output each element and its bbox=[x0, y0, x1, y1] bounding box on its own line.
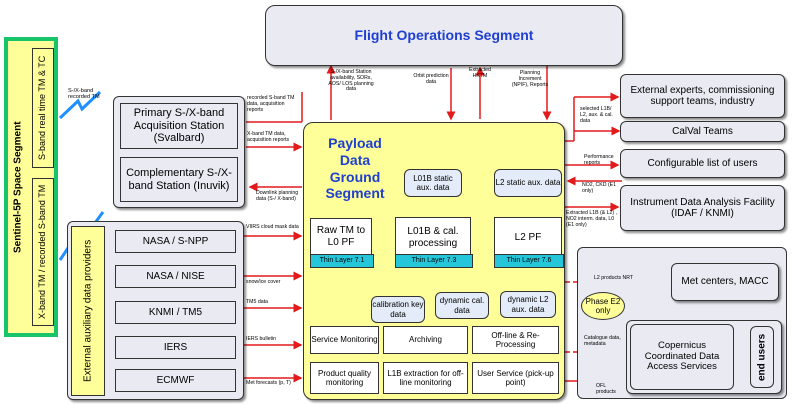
label-x-band-tm: X-band TM data, acquisition reports bbox=[247, 131, 290, 143]
l01b-cal-processing: L01B & cal. processing Thin Layer 7.3 bbox=[395, 217, 473, 268]
l2-pf: L2 PF Thin Layer 7.6 bbox=[494, 217, 564, 268]
label-met-forecasts: Met forecasts (p, T) bbox=[246, 380, 291, 386]
label-selected-l1b: selected L1B/ L2, aux. & cal. data bbox=[580, 106, 613, 124]
archiving: Archiving bbox=[383, 326, 468, 354]
product-quality-monitoring: Product quality monitoring bbox=[310, 362, 379, 394]
label-extracted-l1b: Extracted L1B (& L2) , NO2 interm. data,… bbox=[566, 210, 618, 228]
pdgs-title: Payload Data Ground Segment bbox=[325, 135, 385, 202]
label-performance-reports: Performance reports bbox=[584, 154, 614, 166]
label-s-x-station: S-/X-band Station availability, SORs, AO… bbox=[328, 69, 374, 93]
thin-layer-7-6: Thin Layer 7.6 bbox=[494, 254, 564, 268]
raw-tm-l0-pf: Raw TM to L0 PF Thin Layer 7.1 bbox=[310, 218, 374, 268]
dynamic-l2-aux-data: dynamic L2 aux. data bbox=[500, 291, 556, 318]
thin-layer-7-1: Thin Layer 7.1 bbox=[310, 254, 374, 268]
label-downlink-planning: Downlink planning data (S-/ X-band) bbox=[256, 190, 299, 202]
label-viirs: VIIRS cloud mask data bbox=[246, 224, 299, 230]
label-orbit-prediction: Orbit prediction data bbox=[413, 73, 449, 85]
service-monitoring: Service Monitoring bbox=[310, 326, 379, 354]
external-experts: External experts, commissioning support … bbox=[620, 74, 785, 118]
configurable-users-list: Configurable list of users bbox=[620, 149, 785, 178]
provider-nasa-snpp: NASA / S-NPP bbox=[115, 230, 236, 253]
phase-e2-only: Phase E2 only bbox=[581, 292, 625, 320]
provider-nasa-nise: NASA / NISE bbox=[115, 265, 236, 288]
provider-knmi-tm5: KNMI / TM5 bbox=[115, 301, 236, 324]
complementary-station: Complementary S-/X-band Station (Inuvik) bbox=[120, 157, 238, 202]
l01b-cal-processing-label: L01B & cal. processing bbox=[407, 226, 459, 249]
label-tm5-data: TM5 data bbox=[246, 299, 268, 305]
l1b-extraction: L1B extraction for off-line monitoring bbox=[383, 362, 468, 394]
label-snow-ice: snow/ice cover bbox=[246, 279, 281, 285]
calval-teams: CalVal Teams bbox=[620, 121, 785, 142]
calibration-key-data: calibration key data bbox=[371, 296, 425, 323]
provider-iers: IERS bbox=[115, 336, 236, 359]
space-segment: Sentinel-5P Space Segment S-band real ti… bbox=[4, 37, 58, 337]
label-no2-ckd: NO2, CKD (E1 only) bbox=[582, 182, 617, 194]
x-band-recorded-box: X-band TM / recorded S-band TM bbox=[32, 178, 54, 326]
label-extracted-hktm: Extracted HKTM bbox=[469, 67, 491, 79]
copernicus-services: Copernicus Coordinated Data Access Servi… bbox=[630, 324, 734, 390]
raw-tm-l0-pf-label: Raw TM to L0 PF bbox=[316, 225, 366, 248]
label-ofl-products: OFL products bbox=[596, 383, 616, 395]
l2-static-aux: L2 static aux. data bbox=[494, 169, 562, 197]
end-users: end users bbox=[750, 326, 774, 388]
label-iers-bulletin: IERS bulletin bbox=[246, 336, 276, 342]
provider-ecmwf: ECMWF bbox=[115, 369, 236, 392]
offline-reprocessing: Off-line & Re-Processing bbox=[472, 326, 559, 354]
label-l2-nrt: L2 products NRT bbox=[594, 275, 634, 281]
met-centers: Met centers, MACC bbox=[671, 263, 779, 301]
primary-station: Primary S-/X-band Acquisition Station (S… bbox=[120, 103, 238, 149]
providers-title: External auxiliary data providers bbox=[71, 226, 105, 396]
label-planning-increment: Planning Increment (NPIF), Reports bbox=[511, 70, 549, 88]
l2-pf-label: L2 PF bbox=[514, 232, 542, 243]
idaf-knmi: Instrument Data Analysis Facility (IDAF … bbox=[620, 185, 785, 231]
flight-ops-segment: Flight Operations Segment bbox=[265, 5, 623, 66]
thin-layer-7-3: Thin Layer 7.3 bbox=[395, 254, 473, 268]
s-band-tmtc-box: S-band real time TM & TC bbox=[32, 48, 54, 168]
label-catalogue: Catalogue data, metadata bbox=[584, 335, 621, 347]
space-segment-title: Sentinel-5P Space Segment bbox=[12, 121, 24, 253]
dynamic-cal-data: dynamic cal. data bbox=[435, 292, 489, 319]
label-s-x-recorded: S-/X-band recorded TM bbox=[68, 88, 100, 101]
user-service: User Service (pick-up point) bbox=[472, 362, 559, 394]
flight-ops-title: Flight Operations Segment bbox=[354, 27, 534, 44]
label-recorded-s-band: recorded S-band TM data, acquisition rep… bbox=[247, 95, 295, 113]
l01b-static-aux: L01B static aux. data bbox=[404, 169, 462, 197]
